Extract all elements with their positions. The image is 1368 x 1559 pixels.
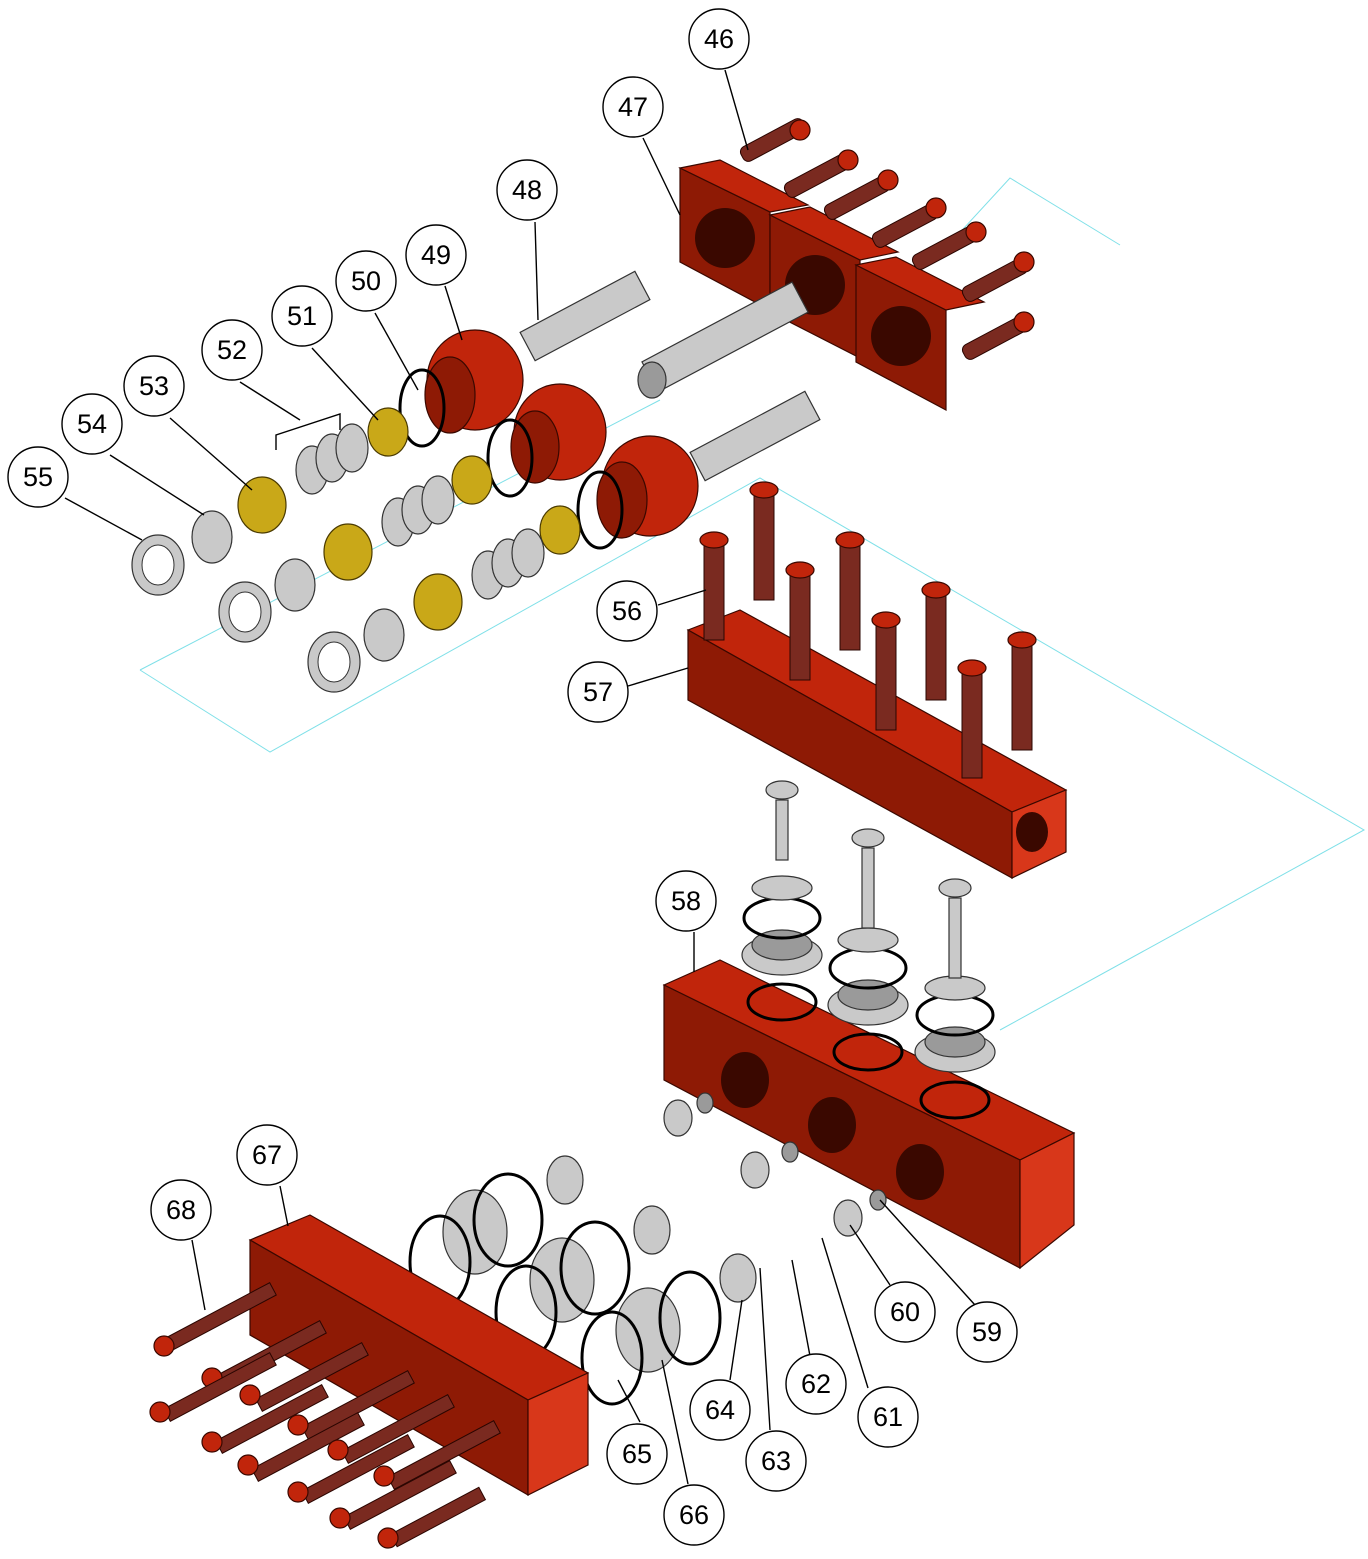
callout-52: 52 — [201, 319, 263, 381]
flange-bolts — [739, 118, 1035, 360]
svg-text:52: 52 — [217, 335, 247, 365]
callout-50: 50 — [335, 250, 397, 312]
svg-text:58: 58 — [671, 886, 701, 916]
svg-text:63: 63 — [761, 1446, 791, 1476]
middle-manifold-block — [662, 959, 1076, 1270]
callout-46: 46 — [688, 8, 750, 70]
callout-51: 51 — [271, 285, 333, 347]
callout-55: 55 — [7, 446, 69, 508]
manifold-bolts-56 — [699, 481, 1037, 779]
callout-63: 63 — [745, 1430, 807, 1492]
svg-text:50: 50 — [351, 266, 381, 296]
vertical-valves — [741, 780, 996, 1120]
svg-text:47: 47 — [618, 92, 648, 122]
svg-text:59: 59 — [972, 1317, 1002, 1347]
pistons — [424, 270, 821, 539]
svg-text:67: 67 — [252, 1140, 282, 1170]
callout-57: 57 — [567, 661, 629, 723]
callout-61: 61 — [857, 1386, 919, 1448]
svg-text:48: 48 — [512, 175, 542, 205]
callout-68: 68 — [150, 1179, 212, 1241]
bushings-and-springs — [237, 407, 581, 631]
leader-lines — [64, 69, 976, 1485]
callout-56: 56 — [596, 580, 658, 642]
svg-text:65: 65 — [622, 1439, 652, 1469]
callout-67: 67 — [236, 1124, 298, 1186]
horizontal-valves — [408, 1092, 887, 1406]
callout-66: 66 — [663, 1484, 725, 1546]
callout-49: 49 — [405, 224, 467, 286]
callout-62: 62 — [785, 1353, 847, 1415]
svg-text:55: 55 — [23, 462, 53, 492]
callout-48: 48 — [496, 159, 558, 221]
svg-text:64: 64 — [705, 1395, 735, 1425]
svg-text:46: 46 — [704, 24, 734, 54]
callout-47: 47 — [602, 76, 664, 138]
flange-plates — [678, 159, 986, 411]
svg-text:61: 61 — [873, 1402, 903, 1432]
svg-text:51: 51 — [287, 301, 317, 331]
svg-text:62: 62 — [801, 1369, 831, 1399]
svg-text:49: 49 — [421, 240, 451, 270]
callout-58: 58 — [655, 870, 717, 932]
piston-o-rings — [398, 368, 624, 550]
callout-65: 65 — [606, 1423, 668, 1485]
callout-59: 59 — [956, 1301, 1018, 1363]
svg-text:66: 66 — [679, 1500, 709, 1530]
svg-text:56: 56 — [612, 596, 642, 626]
lower-block-bolts — [149, 1281, 501, 1549]
lower-block — [248, 1214, 590, 1497]
callout-64: 64 — [689, 1379, 751, 1441]
svg-text:60: 60 — [890, 1297, 920, 1327]
callout-53: 53 — [123, 355, 185, 417]
svg-text:57: 57 — [583, 677, 613, 707]
callout-54: 54 — [61, 393, 123, 455]
callout-60: 60 — [874, 1281, 936, 1343]
svg-text:68: 68 — [166, 1195, 196, 1225]
svg-text:53: 53 — [139, 371, 169, 401]
seal-rings — [131, 510, 405, 693]
svg-text:54: 54 — [77, 409, 107, 439]
